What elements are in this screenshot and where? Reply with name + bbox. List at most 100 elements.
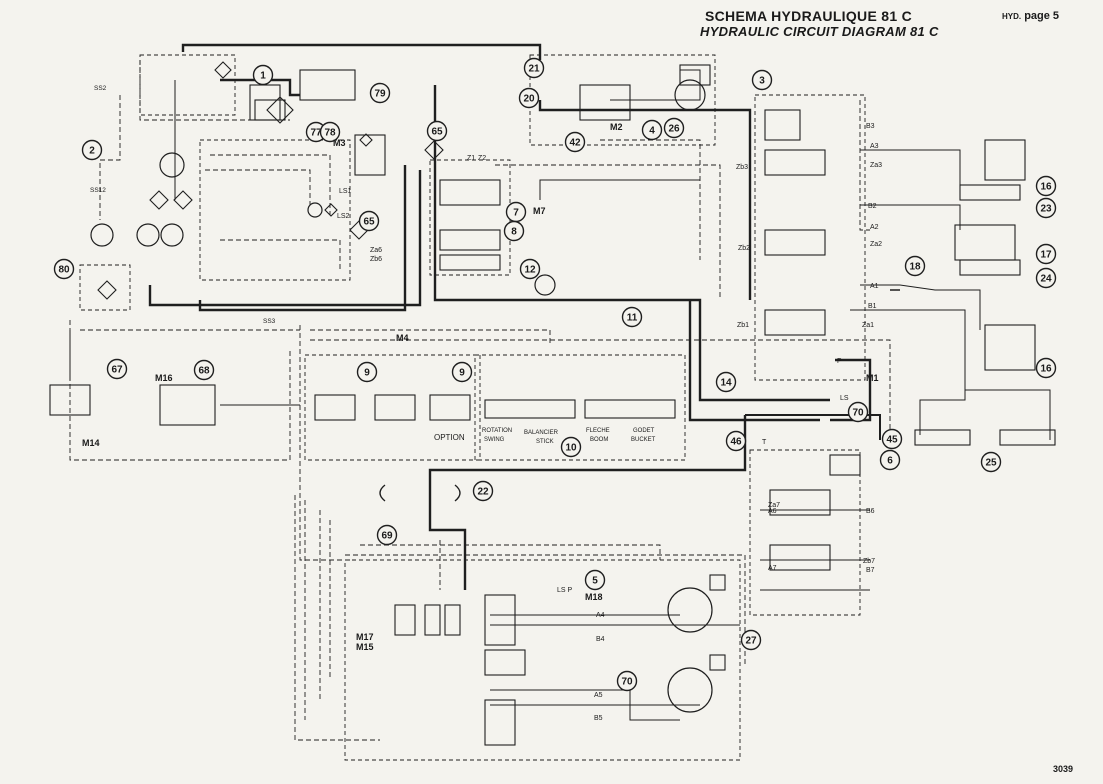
measure-point-m1: M1: [866, 373, 879, 383]
svg-text:70: 70: [852, 408, 864, 419]
callout-2: 2: [81, 139, 103, 161]
svg-text:1: 1: [260, 71, 266, 82]
page-label: page 5: [1024, 10, 1060, 22]
label-swing: SWING: [484, 437, 505, 443]
callout-9: 9: [451, 361, 473, 383]
callout-1: 1: [252, 64, 274, 86]
callout-70: 70: [847, 401, 869, 423]
callout-25: 25: [980, 451, 1002, 473]
svg-text:16: 16: [1040, 364, 1052, 375]
label-rotation: ROTATION: [482, 428, 512, 434]
filters: [97, 61, 444, 300]
label-a3: A3: [870, 143, 879, 150]
svg-text:23: 23: [1040, 204, 1052, 215]
svg-text:20: 20: [523, 94, 535, 105]
svg-text:14: 14: [720, 378, 732, 389]
label-zb3: Zb3: [736, 164, 748, 171]
label-zb6: Zb6: [370, 256, 382, 263]
callout-18: 18: [904, 255, 926, 277]
page-number: HYD. page 5: [1002, 10, 1059, 22]
label-z2: Z2: [478, 155, 486, 162]
label-z1: Z1: [467, 155, 475, 162]
callout-67: 67: [106, 358, 128, 380]
callout-23: 23: [1035, 197, 1057, 219]
svg-text:79: 79: [374, 89, 386, 100]
callout-16: 16: [1035, 175, 1057, 197]
callout-42: 42: [564, 131, 586, 153]
label-zb7: Zb7: [863, 558, 875, 565]
label-boom: BOOM: [590, 437, 608, 443]
pilot-lines: [69, 60, 891, 741]
svg-text:4: 4: [649, 126, 655, 137]
measure-point-m16: M16: [155, 373, 173, 383]
svg-text:26: 26: [668, 124, 680, 135]
callout-24: 24: [1035, 267, 1057, 289]
measure-point-m4: M4: [396, 333, 409, 343]
label-za6: Za6: [370, 247, 382, 254]
callout-4: 4: [641, 119, 663, 141]
label-ls1: LS1: [339, 188, 352, 195]
svg-text:78: 78: [324, 128, 336, 139]
label-za2: Za2: [870, 241, 882, 248]
label-fleche: FLECHE: [586, 428, 610, 434]
svg-text:65: 65: [431, 127, 443, 138]
measure-point-m15: M15: [356, 642, 374, 652]
svg-text:67: 67: [111, 365, 123, 376]
svg-text:69: 69: [381, 531, 393, 542]
svg-text:3: 3: [759, 76, 765, 87]
callout-5: 5: [584, 569, 606, 591]
document-number: 3039: [1053, 764, 1074, 774]
callout-7: 7: [505, 201, 527, 223]
label-ss3: SS3: [263, 318, 276, 325]
callout-65: 65: [358, 210, 380, 232]
callout-69: 69: [376, 524, 398, 546]
page-prefix: HYD.: [1002, 12, 1022, 21]
callout-46: 46: [725, 430, 747, 452]
label-a6: A6: [768, 508, 777, 515]
svg-text:24: 24: [1040, 274, 1052, 285]
callout-78: 78: [319, 121, 341, 143]
label-a5: A5: [594, 692, 603, 699]
svg-text:10: 10: [565, 443, 577, 454]
callout-79: 79: [369, 82, 391, 104]
callout-65: 65: [426, 120, 448, 142]
svg-text:46: 46: [730, 437, 742, 448]
callout-21: 21: [523, 57, 545, 79]
label-godet: GODET: [633, 428, 655, 434]
label-za7: Za7: [768, 502, 780, 509]
callout-20: 20: [518, 87, 540, 109]
svg-text:68: 68: [198, 366, 210, 377]
measure-point-m18: M18: [585, 592, 603, 602]
svg-text:12: 12: [524, 265, 536, 276]
label-za1: Za1: [862, 322, 874, 329]
svg-text:9: 9: [364, 368, 370, 379]
label-b5: B5: [594, 715, 603, 722]
callout-14: 14: [715, 371, 737, 393]
callout-10: 10: [560, 436, 582, 458]
measure-point-m3: M3: [333, 138, 346, 148]
callout-11: 11: [621, 306, 643, 328]
svg-text:42: 42: [569, 138, 581, 149]
svg-text:22: 22: [477, 487, 489, 498]
label-a1: A1: [870, 283, 879, 290]
label-ls: LS: [840, 395, 849, 402]
component-enclosures: [79, 54, 866, 761]
main-pressure-lines: [148, 43, 872, 590]
callout-27: 27: [740, 629, 762, 651]
callout-9: 9: [356, 361, 378, 383]
callout-70: 70: [616, 670, 638, 692]
svg-text:8: 8: [511, 227, 517, 238]
measure-point-m7: M7: [533, 206, 546, 216]
label-za3: Za3: [870, 162, 882, 169]
callout-68: 68: [193, 359, 215, 381]
label-a7: A7: [768, 565, 777, 572]
svg-text:17: 17: [1040, 250, 1052, 261]
callout-45: 45: [881, 428, 903, 450]
svg-text:70: 70: [621, 677, 633, 688]
measure-point-m17: M17: [356, 632, 374, 642]
svg-text:80: 80: [58, 265, 70, 276]
label-bucket: BUCKET: [631, 437, 656, 443]
svg-text:27: 27: [745, 636, 757, 647]
return-lines: [69, 69, 1051, 721]
